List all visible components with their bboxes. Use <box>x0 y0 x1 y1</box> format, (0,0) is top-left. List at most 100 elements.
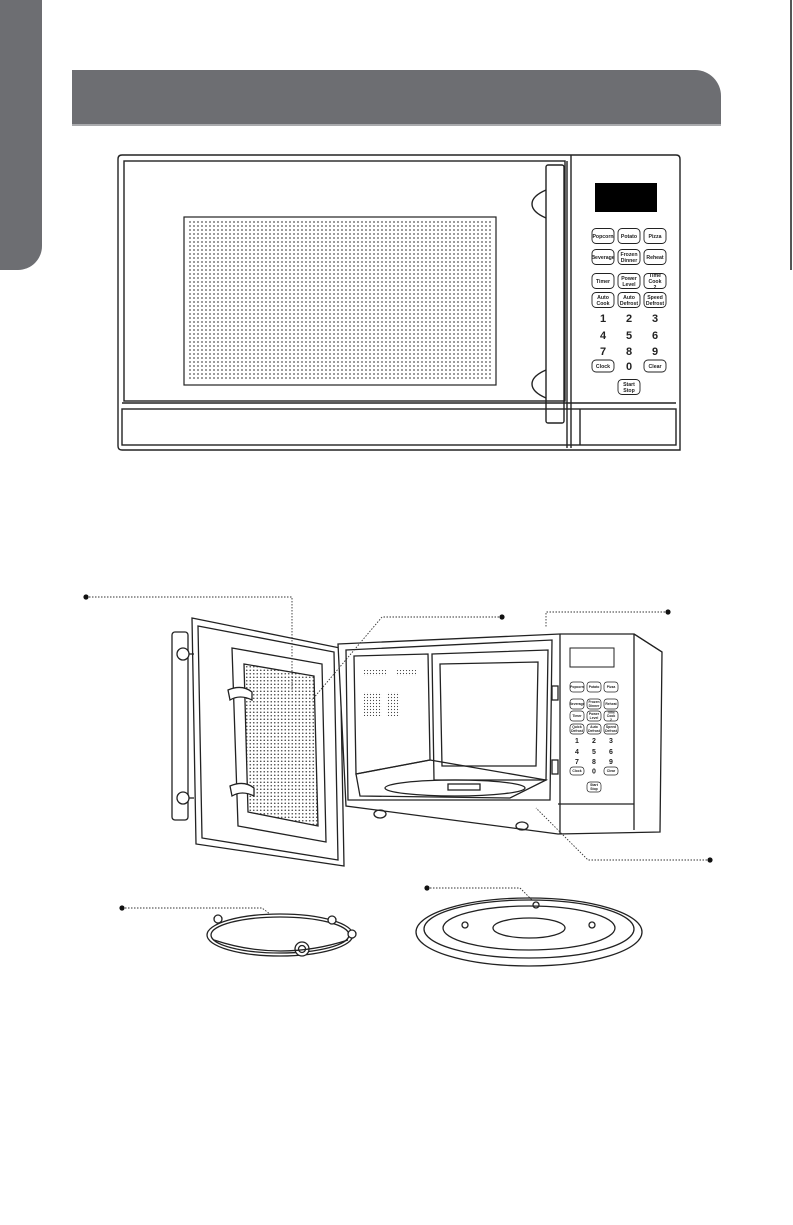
callout-dot-waveguide <box>499 614 505 620</box>
key-4-button[interactable]: 4 <box>575 749 579 756</box>
key-timer-button[interactable] <box>591 273 615 289</box>
key-3-button[interactable]: 3 <box>652 313 658 325</box>
callout-dot-glass-tray <box>424 885 430 891</box>
key-label: Timer <box>572 714 582 718</box>
key-5-button[interactable]: 5 <box>626 330 632 342</box>
callout-lines <box>86 596 710 915</box>
key-timer-button[interactable] <box>569 710 585 722</box>
callout-dot-control-panel <box>665 609 671 615</box>
roller-ring-illustration <box>206 913 357 957</box>
start-stop-button[interactable] <box>586 781 602 793</box>
microwave-front-view <box>117 154 681 451</box>
glass-tray-illustration <box>415 897 643 967</box>
key-time-cook-2-button[interactable] <box>603 710 619 722</box>
key-label: Clock <box>596 364 610 370</box>
key-quick-defrost-button[interactable] <box>569 723 585 735</box>
key-speed-defrost-button[interactable] <box>643 292 667 308</box>
key-clock-button[interactable] <box>569 766 585 776</box>
key-label: Clear <box>607 769 616 773</box>
key-reheat-button[interactable] <box>643 249 667 265</box>
key-label: Reheat <box>646 255 664 261</box>
key-label: Reheat <box>605 702 617 706</box>
callout-dot-roller-ring <box>119 905 125 911</box>
key-3-button[interactable]: 3 <box>609 738 613 745</box>
key-pizza-button[interactable] <box>603 681 619 693</box>
key-8-button[interactable]: 8 <box>626 346 632 358</box>
key-clock-button[interactable] <box>591 359 615 373</box>
key-7-button[interactable]: 7 <box>600 346 606 358</box>
key-power-level-button[interactable] <box>586 710 602 722</box>
key-speed-defrost-button[interactable] <box>603 723 619 735</box>
key-popcorn-button[interactable] <box>569 681 585 693</box>
key-5-button[interactable]: 5 <box>592 749 596 756</box>
key-2-button[interactable]: 2 <box>626 313 632 325</box>
chapter-edge-tab <box>0 0 42 270</box>
key-auto-defrost-button[interactable] <box>617 292 641 308</box>
key-label: Clock <box>572 769 581 773</box>
key-time-cook-2-button[interactable] <box>643 273 667 289</box>
key-label: Beverage <box>591 255 614 261</box>
key-clear-button[interactable] <box>603 766 619 776</box>
key-8-button[interactable]: 8 <box>592 759 596 766</box>
key-frozen-dinner-button[interactable] <box>586 698 602 710</box>
key-9-button[interactable]: 9 <box>652 346 658 358</box>
key-auto-defrost-button[interactable] <box>586 723 602 735</box>
key-4-button[interactable]: 4 <box>600 330 607 342</box>
key-label: Clear <box>649 364 662 370</box>
key-auto-cook-button[interactable] <box>591 292 615 308</box>
key-label: Timer <box>596 279 610 285</box>
page-edge-line <box>790 0 792 270</box>
key-popcorn-button[interactable] <box>591 228 615 244</box>
callout-dot-cabinet <box>707 857 713 863</box>
key-label: Pizza <box>649 234 662 240</box>
start-stop-button[interactable] <box>617 379 641 395</box>
key-frozen-dinner-button[interactable] <box>617 249 641 265</box>
key-6-button[interactable]: 6 <box>652 330 658 342</box>
key-beverage-button[interactable] <box>569 698 585 710</box>
key-label: Beverage <box>569 702 584 706</box>
key-label: Potato <box>621 234 637 240</box>
section-header-bar <box>72 70 721 126</box>
key-label: Pizza <box>607 685 616 689</box>
key-2-button[interactable]: 2 <box>592 738 596 745</box>
key-pizza-button[interactable] <box>643 228 667 244</box>
section-header-rule <box>72 124 721 126</box>
callout-dots <box>83 594 713 911</box>
key-label: Potato <box>589 685 600 689</box>
key-label: Popcorn <box>592 234 613 240</box>
callout-dot-door <box>83 594 89 600</box>
key-potato-button[interactable] <box>586 681 602 693</box>
key-reheat-button[interactable] <box>603 698 619 710</box>
key-1-button[interactable]: 1 <box>600 313 606 325</box>
key-1-button[interactable]: 1 <box>575 738 579 745</box>
key-9-button[interactable]: 9 <box>609 759 613 766</box>
key-potato-button[interactable] <box>617 228 641 244</box>
key-clear-button[interactable] <box>643 359 667 373</box>
key-0-button[interactable]: 0 <box>626 361 632 373</box>
key-label: Popcorn <box>570 685 584 689</box>
key-7-button[interactable]: 7 <box>575 759 579 766</box>
key-6-button[interactable]: 6 <box>609 749 613 756</box>
key-power-level-button[interactable] <box>617 273 641 289</box>
open-display <box>569 647 615 668</box>
key-beverage-button[interactable] <box>591 249 615 265</box>
front-display <box>595 183 657 212</box>
key-0-button[interactable]: 0 <box>592 768 596 775</box>
